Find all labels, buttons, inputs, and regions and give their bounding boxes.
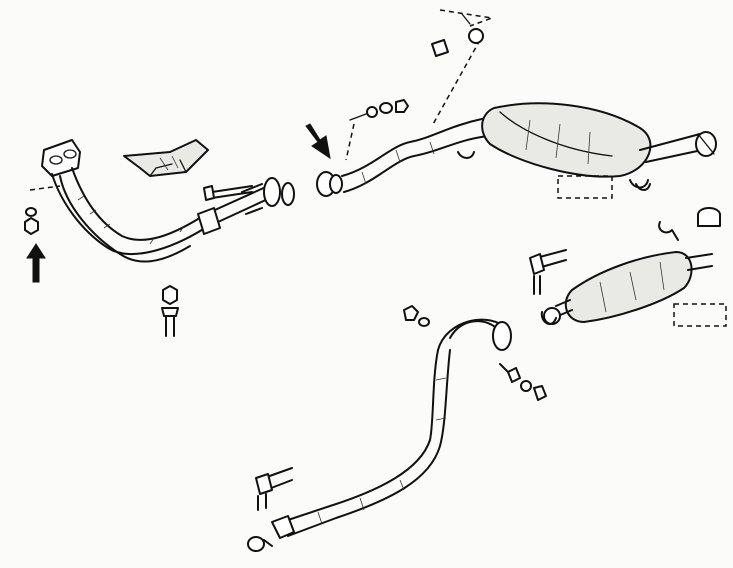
tailpipe [271, 318, 512, 539]
rear-muffler [543, 251, 713, 325]
front-downpipe [41, 139, 295, 263]
leader-line [29, 185, 61, 191]
front-muffler [481, 102, 717, 178]
clamp [635, 183, 651, 191]
intermediate-pipe [341, 117, 489, 193]
washer-nut-left [24, 207, 39, 235]
lower-bracket [247, 467, 293, 552]
bolt-horizontal [203, 185, 253, 201]
pointer-arrow-icon [26, 243, 46, 283]
heat-shield [123, 139, 209, 177]
callout-box [673, 303, 727, 327]
rear-hardware [403, 305, 557, 401]
pointer-arrow-icon [305, 123, 331, 160]
clamp [629, 179, 649, 189]
mid-flange [316, 171, 343, 197]
rubber-hanger-right [658, 207, 721, 241]
top-hanger [431, 9, 493, 127]
clamp [457, 151, 475, 159]
callout-box [557, 175, 613, 199]
bolt-vertical [161, 285, 179, 337]
hanger-bracket [529, 249, 567, 295]
hanger-hardware-top [345, 99, 409, 161]
